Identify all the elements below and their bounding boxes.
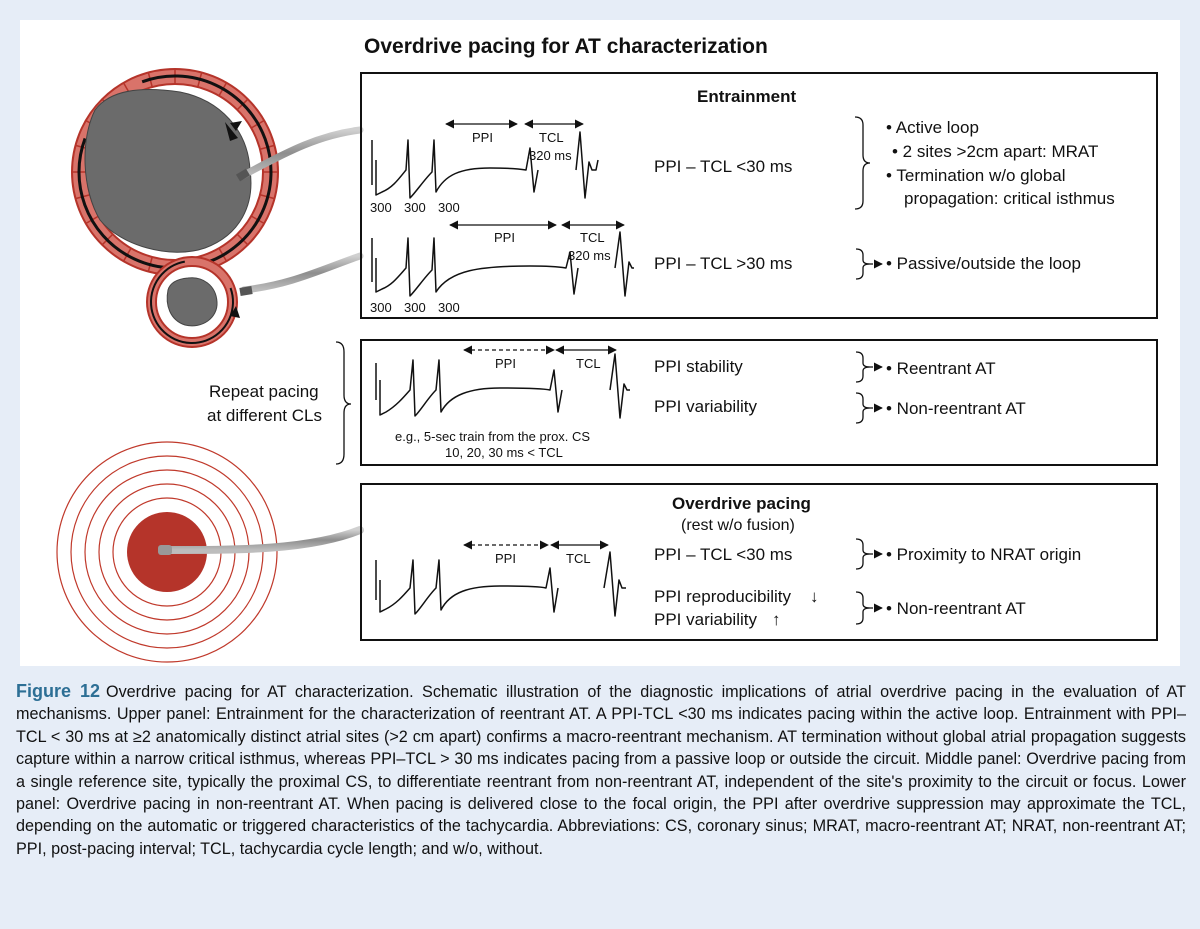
egm-trace-1 — [371, 131, 599, 199]
trace1-ppi-label: PPI — [472, 130, 493, 145]
overdrive-subheader: (rest w/o fusion) — [681, 517, 795, 534]
entrainment-outcome-1d: propagation: critical isthmus — [904, 189, 1115, 208]
entrainment-header: Entrainment — [697, 87, 797, 106]
repeat-ppi-label: PPI — [495, 356, 516, 371]
entrainment-panel — [360, 72, 1158, 319]
egm-trace-4 — [375, 551, 626, 617]
entrainment-outcome-1b: • 2 sites >2cm apart: MRAT — [892, 142, 1098, 161]
diagram-title: Overdrive pacing for AT characterization — [364, 35, 768, 58]
trace2-tcl-label: TCL — [580, 230, 605, 245]
entrainment-outcome-1c: • Termination w/o global — [886, 166, 1066, 185]
repeat-outcome-2: • Non-reentrant AT — [886, 399, 1026, 418]
repeat-rule-1: PPI stability — [654, 357, 743, 376]
repeat-note-1: e.g., 5-sec train from the prox. CS — [395, 429, 590, 444]
figure: Overdrive pacing for AT characterization — [20, 20, 1180, 666]
overdrive-tcl-label: TCL — [566, 551, 591, 566]
repeat-note-2: 10, 20, 30 ms < TCL — [445, 445, 563, 460]
repeat-tcl-label: TCL — [576, 356, 601, 371]
trace2-beat-1: 300 — [370, 300, 392, 315]
entrainment-rule-2: PPI – TCL >30 ms — [654, 254, 792, 273]
up-arrow-icon: ↑ — [772, 610, 781, 629]
repeat-label-1: Repeat pacing — [209, 382, 319, 401]
trace1-beat-1: 300 — [370, 200, 392, 215]
catheter-icon — [158, 126, 364, 555]
entrainment-outcome-1a: • Active loop — [886, 118, 979, 137]
entrainment-outcome-2: • Passive/outside the loop — [886, 254, 1081, 273]
diagram: Overdrive pacing for AT characterization — [56, 35, 1158, 663]
trace2-ppi-label: PPI — [494, 230, 515, 245]
overdrive-rule-1: PPI – TCL <30 ms — [654, 545, 792, 564]
trace2-beat-3: 300 — [438, 300, 460, 315]
trace1-tcl-value: 320 ms — [529, 148, 572, 163]
caption-text: Overdrive pacing for AT characterization… — [16, 683, 1187, 858]
trace2-beat-2: 300 — [404, 300, 426, 315]
entrainment-rule-1: PPI – TCL <30 ms — [654, 157, 792, 176]
egm-trace-3 — [375, 353, 630, 419]
trace1-beat-3: 300 — [438, 200, 460, 215]
overdrive-header: Overdrive pacing — [672, 494, 811, 513]
repeat-pacing-panel — [360, 339, 1158, 466]
down-arrow-icon: ↓ — [810, 587, 819, 606]
egm-trace-2 — [371, 231, 634, 297]
overdrive-outcome-2: • Non-reentrant AT — [886, 599, 1026, 618]
overdrive-rule-3: PPI variability — [654, 610, 757, 629]
repeat-rule-2: PPI variability — [654, 397, 757, 416]
macro-reentry-circuit-icon — [71, 68, 279, 276]
trace1-tcl-label: TCL — [539, 130, 564, 145]
overdrive-rule-2: PPI reproducibility — [654, 587, 792, 606]
trace2-tcl-value: 320 ms — [568, 248, 611, 263]
passive-loop-circuit-icon — [146, 256, 240, 348]
figure-label: Figure 12 — [16, 681, 100, 701]
repeat-outcome-1: • Reentrant AT — [886, 359, 996, 378]
overdrive-panel — [360, 483, 1158, 641]
repeat-label-2: at different CLs — [207, 406, 322, 425]
overdrive-outcome-1: • Proximity to NRAT origin — [886, 545, 1081, 564]
trace1-beat-2: 300 — [404, 200, 426, 215]
overdrive-ppi-label: PPI — [495, 551, 516, 566]
